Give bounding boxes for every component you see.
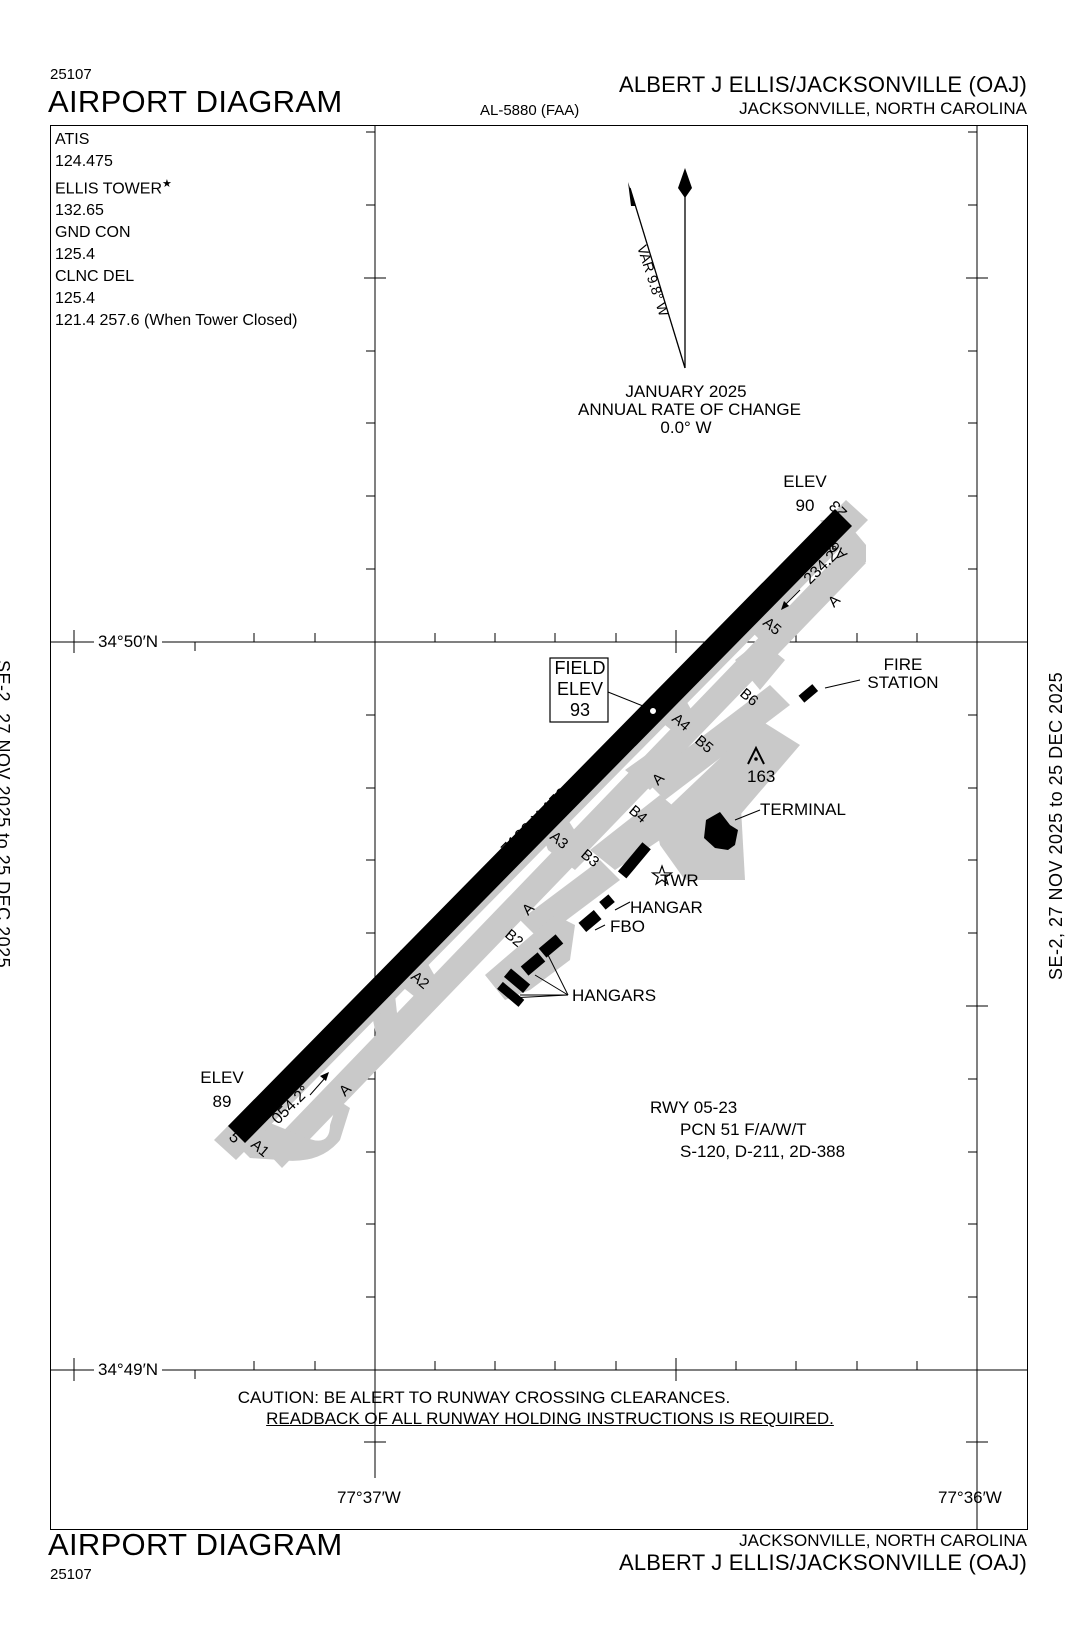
field-elevation-point	[649, 707, 657, 715]
taxiway-network	[232, 520, 866, 1168]
runway-strength: S-120, D-211, 2D-388	[680, 1142, 846, 1161]
magnetic-rate-label: ANNUAL RATE OF CHANGE	[578, 400, 801, 419]
elev-label: ELEV	[783, 472, 827, 491]
footer-chart-number: 25107	[50, 1566, 92, 1583]
freq-label: CLNC DEL	[55, 268, 135, 286]
footer-airport-name: ALBERT J ELLIS/JACKSONVILLE (OAJ)	[618, 1550, 1027, 1575]
obstacle-icon	[747, 745, 765, 765]
freq-value: 132.65	[55, 202, 104, 220]
star-icon: ★	[162, 178, 172, 190]
caution-line-2: READBACK OF ALL RUNWAY HOLDING INSTRUCTI…	[0, 1409, 1076, 1429]
caution-text-2: READBACK OF ALL RUNWAY HOLDING INSTRUCTI…	[266, 1409, 834, 1428]
hangars-label: HANGARS	[572, 986, 657, 1005]
runway-05-23	[214, 500, 868, 1160]
freq-label: ATIS	[55, 131, 90, 148]
caution-text-1: CAUTION: BE ALERT TO RUNWAY CROSSING CLE…	[237, 1388, 731, 1407]
field-elev-line2: ELEV	[556, 679, 604, 699]
hangar-building	[599, 894, 615, 910]
freq-value: 125.4	[55, 290, 96, 308]
hangar-building-1	[538, 934, 564, 958]
ticks-south-parallel	[73, 1358, 918, 1381]
magnetic-info: JANUARY 2025 ANNUAL RATE OF CHANGE 0.0° …	[578, 382, 801, 437]
freq-value-tower-closed: 121.4 257.6 (When Tower Closed)	[55, 312, 298, 330]
freq-value: 124.475	[55, 153, 113, 170]
fbo-label: FBO	[610, 917, 645, 936]
hangar-building-2	[520, 952, 546, 976]
magnetic-variation: VAR 9.8° W	[634, 243, 672, 319]
hangar-label: HANGAR	[630, 898, 703, 917]
lat-south-label: 34°49′N	[94, 1360, 163, 1380]
north-arrow	[628, 168, 692, 369]
frequency-list: ATIS 124.475 ELLIS TOWER★ 132.65 GND CON…	[55, 129, 298, 332]
elev-value: 90	[795, 496, 815, 515]
fire-station-line2: STATION	[867, 673, 939, 692]
magnetic-rate-value: 0.0° W	[660, 418, 712, 437]
fire-station-building	[798, 684, 819, 703]
leader-lines	[509, 679, 861, 999]
freq-label: GND CON	[55, 224, 131, 242]
runway-pcn: PCN 51 F/A/W/T	[680, 1120, 807, 1139]
hangar-building-long	[617, 842, 651, 879]
tower-label: TWR	[660, 871, 699, 890]
city-state: JACKSONVILLE, NORTH CAROLINA	[739, 99, 1027, 118]
field-elev-value: 93	[569, 700, 591, 720]
taxiway-label-a-top: A	[825, 592, 844, 611]
field-elev-line1: FIELD	[554, 658, 606, 678]
terminal-building	[704, 812, 738, 850]
fire-station-line1: FIRE	[883, 655, 923, 674]
tower-icon	[650, 864, 674, 886]
footer-city-state: JACKSONVILLE, NORTH CAROLINA	[739, 1531, 1027, 1550]
lon-east-label: 77°36′W	[938, 1488, 1002, 1507]
caution-line-1: CAUTION: BE ALERT TO RUNWAY CROSSING CLE…	[0, 1388, 1076, 1408]
chart-number: 25107	[50, 66, 92, 83]
chart-frame	[50, 125, 1028, 1530]
ticks-east-meridian	[966, 131, 988, 1443]
terminal-label: TERMINAL	[760, 800, 846, 819]
buildings	[497, 684, 819, 1007]
fbo-building	[578, 909, 602, 933]
hangar-building-3	[503, 968, 531, 993]
magnetic-date: JANUARY 2025	[625, 382, 747, 401]
elev-label: ELEV	[200, 1068, 244, 1087]
field-elevation: FIELD ELEV 93	[551, 658, 609, 721]
fire-station-label: FIRE STATION	[848, 656, 958, 692]
runway-info-title: RWY 05-23	[650, 1098, 738, 1117]
lon-west-label: 77°37′W	[337, 1488, 401, 1507]
obstacle-height: 163	[747, 767, 776, 786]
freq-value: 125.4	[55, 246, 96, 264]
runway-info: RWY 05-23 PCN 51 F/A/W/T S-120, D-211, 2…	[650, 1097, 845, 1163]
elev-value: 89	[212, 1092, 232, 1111]
chart-title: AIRPORT DIAGRAM	[48, 84, 343, 119]
elev-low: ELEV 89	[197, 1066, 247, 1114]
tower-label: ELLIS TOWER	[55, 180, 162, 198]
heading-arrows	[309, 589, 801, 1096]
procedure-id: AL-5880 (FAA)	[480, 102, 580, 119]
hangar-building-4	[497, 981, 525, 1007]
field-elevation-box	[549, 657, 609, 723]
elev-high: ELEV 90	[780, 470, 830, 518]
footer-title: AIRPORT DIAGRAM	[48, 1527, 343, 1562]
magnetic-variation-line	[629, 187, 686, 369]
freq-label-tower: ELLIS TOWER★	[55, 173, 298, 200]
airport-name: ALBERT J ELLIS/JACKSONVILLE (OAJ)	[618, 72, 1027, 97]
lat-north-label: 34°50′N	[94, 632, 163, 652]
